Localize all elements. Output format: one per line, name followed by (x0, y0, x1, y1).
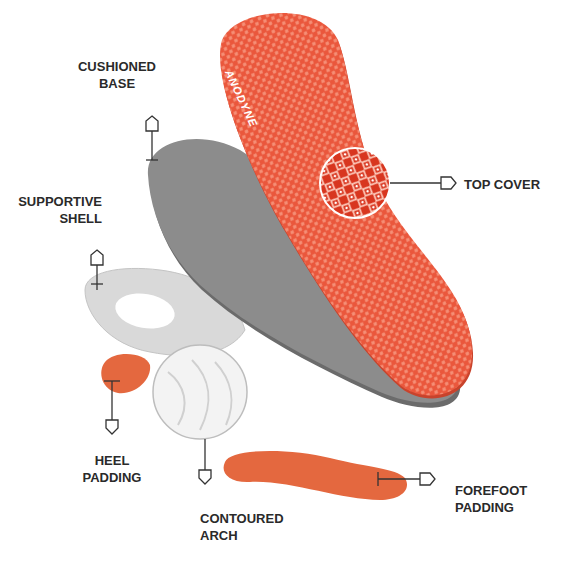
part-label: CUSHIONED BASE (72, 58, 162, 92)
part-label: CONTOURED ARCH (200, 510, 295, 544)
part-label: FOREFOOT PADDING (455, 482, 540, 516)
top-cover (220, 13, 473, 399)
forefoot-padding (224, 451, 407, 500)
part-label: TOP COVER (464, 176, 564, 193)
leader-lines (91, 116, 456, 486)
part-label: HEEL PADDING (75, 452, 149, 486)
heel-padding (101, 354, 150, 393)
part-label: SUPPORTIVE SHELL (7, 193, 102, 227)
brand-mark: ANODYNE (222, 67, 260, 129)
contoured-arch (153, 345, 247, 439)
